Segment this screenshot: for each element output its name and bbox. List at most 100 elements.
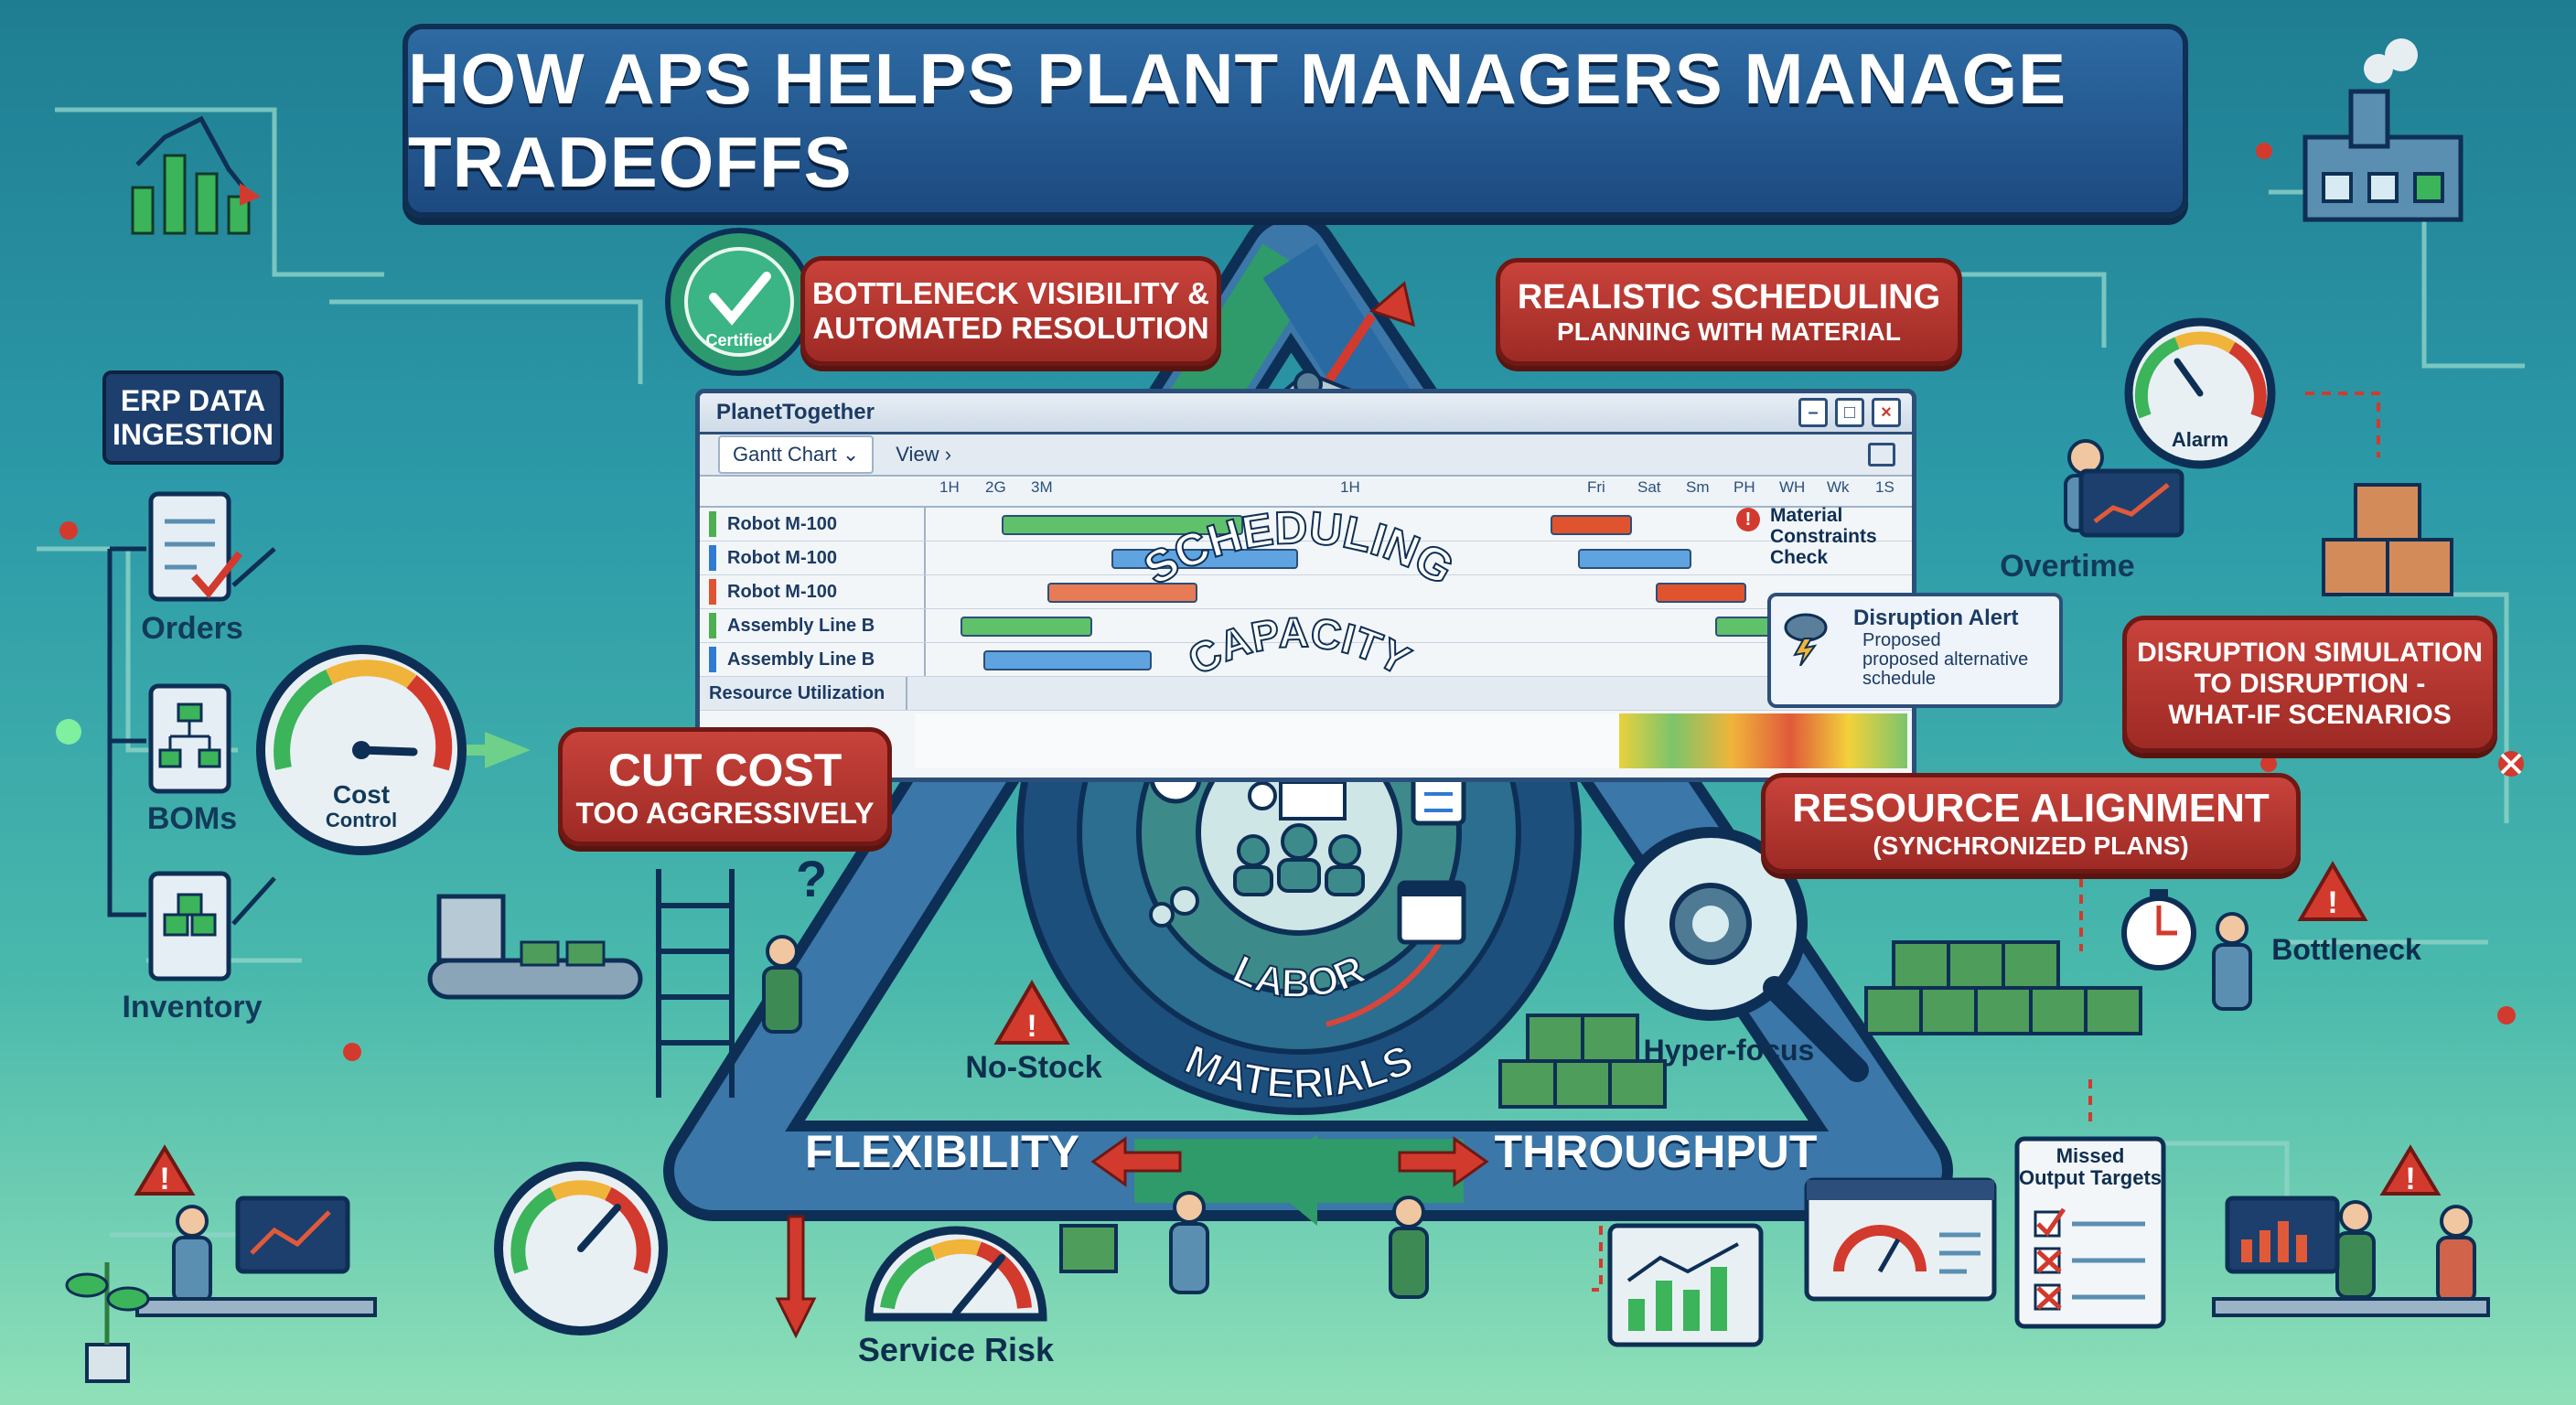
row-color-marker <box>709 613 716 638</box>
erp-line1: ERP DATA <box>120 383 266 417</box>
ladder-icon <box>656 869 735 1098</box>
missed-targets-card <box>2014 1136 2166 1329</box>
utilization-area <box>915 713 1619 768</box>
ring-labor-label: LABOR <box>1227 947 1372 1006</box>
alarm-gauge-icon <box>2124 317 2276 469</box>
tick-label: PH <box>1733 478 1755 496</box>
erp-ingestion-label: ERP DATA INGESTION <box>102 370 284 465</box>
disruption-simulation-callout: DISRUPTION SIMULATION TO DISRUPTION - WH… <box>2122 616 2497 753</box>
tick-label: WH <box>1779 478 1806 496</box>
utilization-label: Resource Utilization <box>709 677 907 710</box>
minimize-button[interactable]: – <box>1798 398 1828 427</box>
storm-cloud-icon <box>1784 611 1828 667</box>
throughput-chart-card <box>1607 1223 1764 1347</box>
cardboard-boxes <box>2322 483 2453 596</box>
window-app-name: PlanetTogether <box>716 400 875 424</box>
timeline-header: 1H 2G 3M 1H Fri Sat Sm PH WH Wk 1S <box>700 478 1912 508</box>
planettogether-window: PlanetTogether – □ × Gantt Chart ⌄ View … <box>695 389 1916 782</box>
tab-view[interactable]: View › <box>896 443 951 467</box>
close-button[interactable]: × <box>1872 398 1901 427</box>
missed-targets-line2: Output Targets <box>2018 1166 2163 1189</box>
gantt-bar[interactable] <box>1047 583 1197 603</box>
cost-line2: Control <box>325 809 398 831</box>
page-title: HOW APS HELPS PLANT MANAGERS MANAGE TRAD… <box>408 38 2067 202</box>
row-color-marker <box>709 647 716 672</box>
disruption-alert-line2: proposed alternative <box>1862 649 2029 670</box>
maximize-button[interactable]: □ <box>1835 398 1864 427</box>
hyper-focus-label: Hyper-focus <box>1643 1034 1815 1067</box>
row-name: Robot M-100 <box>709 508 926 541</box>
trend-chart-icon <box>131 115 261 235</box>
disruption-simulation-line3: WHAT-IF SCENARIOS <box>2168 700 2452 730</box>
svg-text:!: ! <box>2327 885 2337 920</box>
plant-icon <box>65 1262 150 1383</box>
erp-inventory-label: Inventory <box>122 990 263 1024</box>
alarm-label: Alarm <box>2171 428 2229 451</box>
title-banner: HOW APS HELPS PLANT MANAGERS MANAGE TRAD… <box>402 24 2188 218</box>
gantt-bar[interactable] <box>1656 583 1746 603</box>
tab-gantt-chart[interactable]: Gantt Chart ⌄ <box>718 435 875 474</box>
row-name: Robot M-100 <box>709 575 926 608</box>
gantt-row[interactable]: Robot M-100 <box>700 542 1912 575</box>
cut-cost-callout: CUT COST TOO AGGRESSIVELY <box>558 727 892 846</box>
gantt-bar[interactable] <box>983 650 1152 670</box>
gantt-bar[interactable] <box>1578 549 1691 569</box>
erp-boms-label: BOMs <box>146 801 238 836</box>
cost-control-label: Cost Control <box>302 782 421 833</box>
certified-badge-icon <box>665 228 813 376</box>
cut-cost-line2: TOO AGGRESSIVELY <box>575 796 875 830</box>
factory-icon <box>2302 38 2463 222</box>
service-risk-gauge-icon <box>864 1226 1047 1322</box>
disruption-simulation-line2: TO DISRUPTION - <box>2194 669 2426 699</box>
ring-capacity-label: CAPACITY <box>1180 608 1418 684</box>
gear-small-icon <box>1248 781 1277 810</box>
row-color-marker <box>709 579 716 605</box>
stopwatch-icon <box>2121 889 2196 971</box>
disruption-alert-card[interactable]: Disruption Alert Proposed proposed alter… <box>1767 593 2063 708</box>
flexibility-label: FLEXIBILITY <box>805 1126 1079 1177</box>
utilization-heatmap <box>1615 713 1907 768</box>
disruption-alert-title: Disruption Alert <box>1853 606 2019 630</box>
bottleneck-visibility-callout: BOTTLENECK VISIBILITY & AUTOMATED RESOLU… <box>800 256 1221 366</box>
grid-view-icon[interactable] <box>1868 443 1895 467</box>
svg-text:!: ! <box>1026 1009 1036 1044</box>
window-titlebar: PlanetTogether – □ × <box>700 393 1912 434</box>
tab-view-label: View <box>896 443 939 466</box>
tab-gantt-chart-label: Gantt Chart <box>733 443 837 466</box>
utilization-row: Resource Utilization <box>700 677 1912 711</box>
tick-label: Sm <box>1686 478 1710 496</box>
bottleneck-visibility-line1: BOTTLENECK VISIBILITY & <box>812 276 1209 310</box>
ring-materials-label: MATERIALS <box>1178 1035 1420 1108</box>
magnifier-gear-icon <box>1614 827 1869 1082</box>
erp-doc-icons <box>148 491 243 981</box>
realistic-scheduling-line1: REALISTIC SCHEDULING <box>1517 277 1941 316</box>
tick-label: Wk <box>1827 478 1850 496</box>
tick-label: 2G <box>985 478 1006 496</box>
bottleneck-visibility-line2: AUTOMATED RESOLUTION <box>812 311 1209 345</box>
material-check-line2: Constraints <box>1770 526 1877 547</box>
gantt-bar[interactable] <box>961 617 1092 637</box>
calendar-icon <box>1397 880 1466 945</box>
tick-label: Fri <box>1587 478 1605 496</box>
disruption-alert-body: Proposed proposed alternative schedule <box>1862 631 2028 689</box>
realistic-scheduling-callout: REALISTIC SCHEDULING PLANNING WITH MATER… <box>1496 258 1962 366</box>
gantt-bar[interactable] <box>1551 515 1632 535</box>
window-tabs: Gantt Chart ⌄ View › <box>700 434 1912 477</box>
overtime-label: Overtime <box>2000 549 2135 584</box>
machine-icon <box>427 894 643 1000</box>
throughput-label: THROUGHPUT <box>1494 1126 1818 1177</box>
svg-text:!: ! <box>159 1162 169 1196</box>
question-icon: ? <box>796 850 827 907</box>
service-risk-label: Service Risk <box>857 1331 1055 1368</box>
tick-label: 1S <box>1875 478 1894 496</box>
monitor-icons <box>235 468 2340 1274</box>
gantt-bar[interactable] <box>1111 549 1298 569</box>
gantt-row[interactable]: Robot M-100 <box>700 575 1912 609</box>
gantt-row[interactable]: Robot M-100 <box>700 508 1912 542</box>
gantt-bar[interactable] <box>1002 515 1243 535</box>
stock-boxes <box>1059 940 2142 1273</box>
tick-label: 1H <box>1340 478 1360 496</box>
gantt-row[interactable]: Assembly Line B <box>700 643 1912 677</box>
tick-label: 1H <box>939 478 960 496</box>
